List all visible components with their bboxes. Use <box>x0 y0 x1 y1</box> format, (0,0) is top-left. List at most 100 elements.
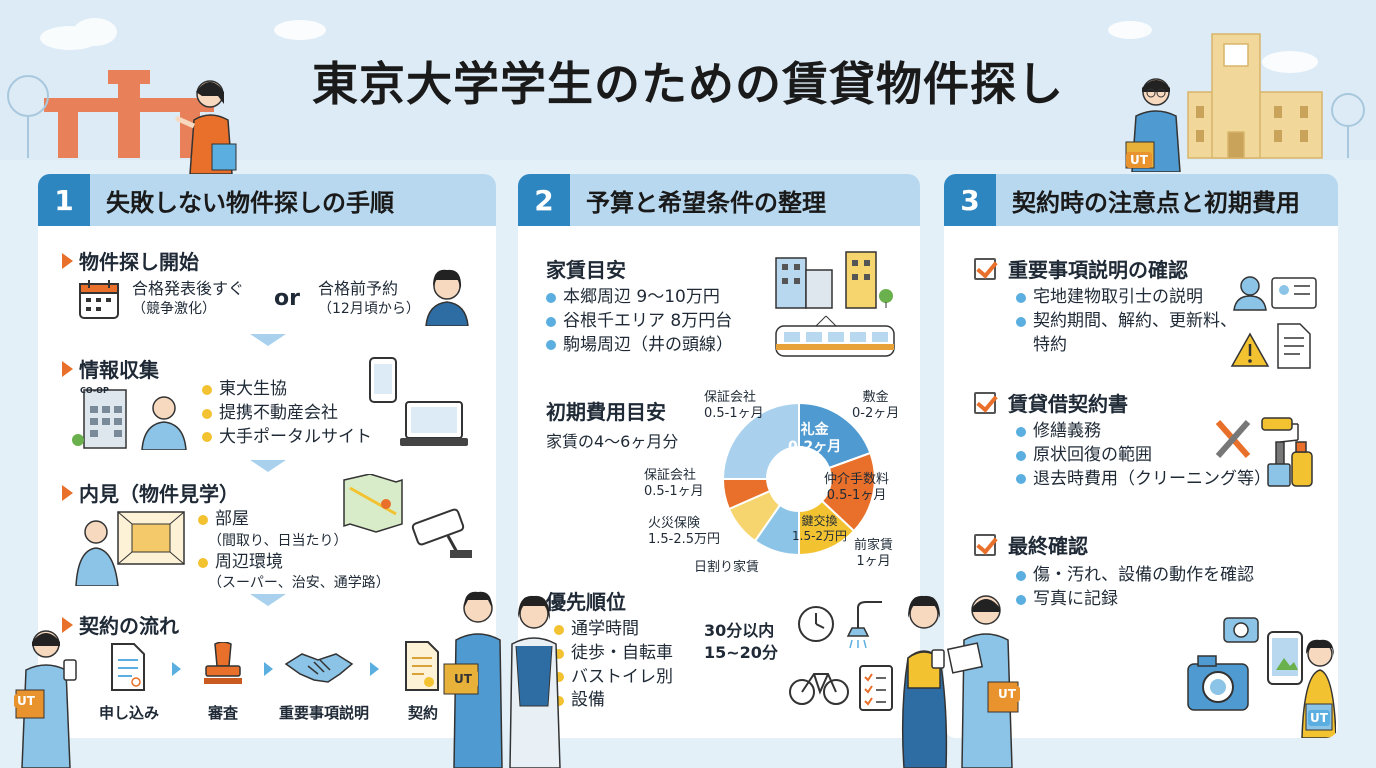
calendar-icon <box>79 280 119 319</box>
chart-label-kasai: 火災保険 <box>648 516 701 531</box>
phone-and-laptop-icon <box>369 357 468 446</box>
header-illustration <box>7 18 1365 159</box>
panel-number: 2 <box>518 174 570 226</box>
ut-bag-label: UT <box>1126 152 1152 168</box>
panel-contract: 3 契約時の注意点と初期費用 重要事項説明の確認 宅地建物取引士の説明 契約期間… <box>944 174 1338 738</box>
panel-header: 1 失敗しない物件探しの手順 <box>38 174 496 226</box>
panel-title: 失敗しない物件探しの手順 <box>106 188 394 217</box>
panel-header: 2 予算と希望条件の整理 <box>518 174 920 226</box>
panel-title: 契約時の注意点と初期費用 <box>1012 188 1300 217</box>
ut-bag-label: UT <box>448 670 478 688</box>
list-item: 東大生協 <box>202 378 372 402</box>
chart-value-guarantee-left: 0.5-1ヶ月 <box>644 484 704 500</box>
start-option-b-note: （12月頃から） <box>318 301 420 318</box>
checklist-heading-text: 賃貸借契約書 <box>1008 392 1128 416</box>
list-item: 谷根千エリア 8万円台 <box>546 310 733 334</box>
contract-document-icon <box>405 641 439 691</box>
priority-heading: 優先順位 <box>546 590 626 614</box>
chart-value-kasai: 1.5-2.5万円 <box>648 532 721 548</box>
triangle-bullet-icon <box>62 360 73 377</box>
list-item: 大手ポータルサイト <box>202 426 372 450</box>
commute-time-value: 30分以内 <box>704 621 775 640</box>
checklist-heading: 重要事項説明の確認 <box>974 254 1188 283</box>
checkbox-icon <box>974 391 996 414</box>
donut-label-reikin: 礼金 <box>800 422 829 438</box>
camera-icon <box>1187 617 1259 711</box>
step-heading-text: 情報収集 <box>79 358 159 382</box>
handshake-icon <box>284 653 354 683</box>
ut-bag-label: UT <box>14 694 38 708</box>
list-item: 徒歩・自転車 <box>554 642 673 666</box>
chart-value-maeyachin: 1ヶ月 <box>856 554 891 570</box>
panel-procedure: 1 失敗しない物件探しの手順 物件探し開始 合格発表後すぐ （競争激化） or … <box>38 174 496 738</box>
donut-value-kagi: 1.5-2万円 <box>792 529 848 543</box>
donut-label-kagi: 鍵交換 <box>801 514 838 528</box>
page-title: 東京大学学生のための賃貸物件探し <box>312 57 1064 111</box>
clock-shower-bike-checklist-icon <box>789 601 893 711</box>
panel-number: 3 <box>944 174 996 226</box>
list-item: 駒場周辺（井の頭線） <box>546 334 733 358</box>
list-item-continued: 特約 <box>1033 334 1067 355</box>
step-heading: 契約の流れ <box>62 610 179 639</box>
flow-label: 契約 <box>407 704 438 722</box>
coop-sign: CO-OP <box>80 386 109 395</box>
student-avatar-illustration <box>425 269 469 326</box>
initial-cost-sub: 家賃の4〜6ヶ月分 <box>546 432 679 451</box>
or-label: or <box>274 286 300 311</box>
panel-number: 1 <box>38 174 90 226</box>
chart-label-hiwari: 日割り家賃 <box>694 560 760 575</box>
start-option-b: 合格前予約 <box>318 279 399 298</box>
panel-title: 予算と希望条件の整理 <box>586 188 826 217</box>
list-item: 宅地建物取引士の説明 <box>1016 286 1237 310</box>
right-arrow-icon <box>172 662 181 676</box>
student-with-phone-left-illustration <box>15 630 77 768</box>
list-item: 部屋 <box>198 508 390 532</box>
checkbox-icon <box>974 257 996 280</box>
donut-value-reikin: 0-2ヶ月 <box>788 438 842 455</box>
agent-license-warning-doc-icon <box>1230 276 1317 369</box>
chart-label-guarantee-top: 保証会社 <box>704 390 757 405</box>
step-heading: 物件探し開始 <box>62 246 199 275</box>
checklist-heading-text: 重要事項説明の確認 <box>1008 258 1188 282</box>
buildings-and-train-icon <box>775 251 895 357</box>
right-arrow-icon <box>264 662 273 676</box>
list-item-note: （スーパー、治安、通学路） <box>208 575 390 592</box>
step-heading-text: 契約の流れ <box>79 614 179 638</box>
down-arrow-icon <box>250 460 286 472</box>
triangle-bullet-icon <box>62 252 73 269</box>
chart-value-guarantee-top: 0.5-1ヶ月 <box>704 406 764 422</box>
list-item: 本郷周辺 9〜10万円 <box>546 286 733 310</box>
stamp-icon <box>204 642 242 684</box>
gate-icon <box>44 70 214 158</box>
list-item: 退去時費用（クリーニング等） <box>1016 468 1271 492</box>
checkbox-icon <box>974 533 996 556</box>
list-item: 修繕義務 <box>1016 420 1271 444</box>
list-item: 写真に記録 <box>1016 588 1254 612</box>
chart-label-maeyachin: 前家賃 <box>854 538 894 553</box>
two-students-checking-illustration <box>901 595 1019 768</box>
list-item: 周辺環境 <box>198 551 390 575</box>
chart-label-shikikin: 敷金 <box>862 390 889 405</box>
ut-bag-label: UT <box>1308 710 1330 726</box>
list-item: 原状回復の範囲 <box>1016 444 1271 468</box>
panel-budget: 2 予算と希望条件の整理 家賃目安 本郷周辺 9〜10万円 谷根千エリア 8万円… <box>518 174 920 738</box>
flow-label: 審査 <box>207 704 238 722</box>
chart-value-shikikin: 0-2ヶ月 <box>852 406 900 422</box>
student-pointing-illustration <box>174 80 237 174</box>
list-item: 設備 <box>554 689 673 713</box>
ut-bag-label: UT <box>994 686 1020 702</box>
list-item: 通学時間 <box>554 618 673 642</box>
viewing-room-illustration <box>75 511 185 586</box>
checklist-heading: 最終確認 <box>974 530 1088 559</box>
triangle-bullet-icon <box>62 484 73 501</box>
donut-slice-other <box>721 401 800 480</box>
step-heading: 情報収集 <box>62 354 159 383</box>
list-item-note: （間取り、日当たり） <box>208 532 348 549</box>
triangle-bullet-icon <box>62 616 73 633</box>
down-arrow-icon <box>250 594 286 606</box>
list-item: 契約期間、解約、更新料、 <box>1016 310 1237 334</box>
yasuda-tower-icon <box>1187 33 1323 159</box>
checklist-heading-text: 最終確認 <box>1008 534 1088 558</box>
application-form-icon <box>111 643 145 691</box>
initial-cost-heading: 初期費用目安 <box>546 400 666 424</box>
